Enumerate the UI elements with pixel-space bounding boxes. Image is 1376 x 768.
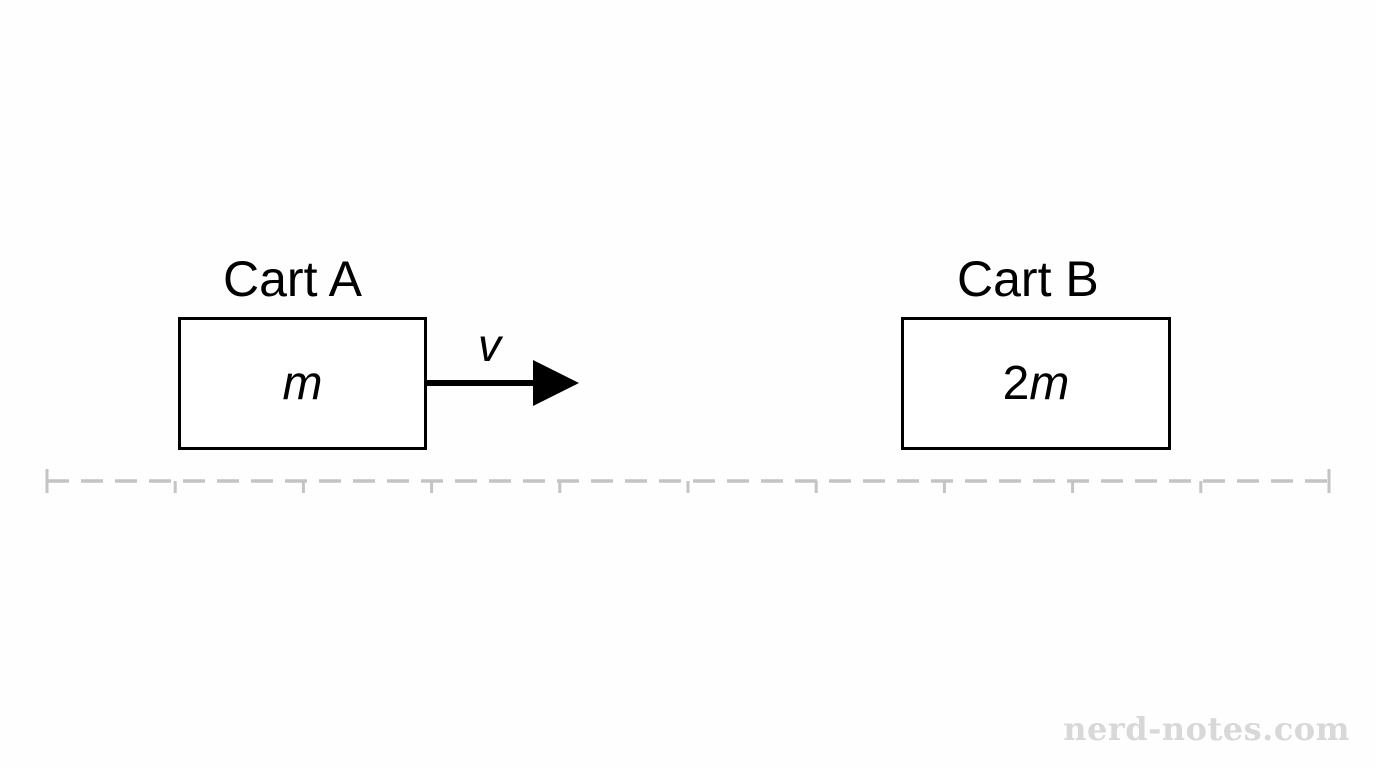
cart-a-mass: m [282,356,323,410]
cart-b-mass: 2m [1002,356,1070,410]
cart-b-mass-coefficient: 2 [1002,356,1030,410]
velocity-arrow [427,360,579,406]
cart-b-box: 2m [901,317,1171,450]
watermark: nerd-notes.com [1063,710,1350,748]
cart-b-mass-symbol: m [1029,356,1070,410]
cart-a-label: Cart A [223,251,362,307]
cart-a-mass-symbol: m [282,356,323,410]
velocity-arrow-head [533,360,579,406]
cart-a-box: m [178,317,427,450]
track [45,469,1331,493]
velocity-label: v [478,319,501,371]
cart-b-label: Cart B [957,251,1099,307]
